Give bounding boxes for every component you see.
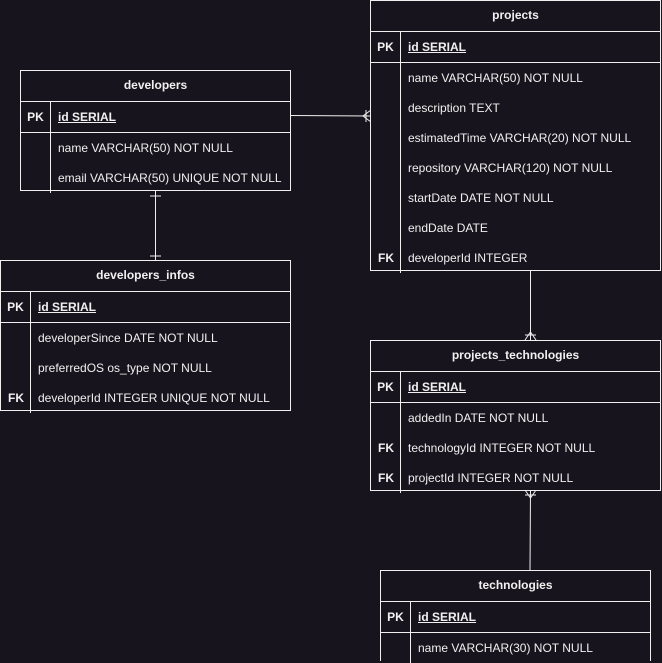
key-label	[1, 353, 31, 383]
key-divider	[30, 323, 31, 413]
primary-key-row[interactable]: PK id SERIAL	[371, 372, 660, 403]
entity-title: technologies	[381, 571, 650, 602]
column-name: description TEXT	[408, 101, 500, 115]
column-name: endDate DATE	[408, 221, 488, 235]
column-row[interactable]: name VARCHAR(50) NOT NULL	[21, 133, 290, 163]
edge-developers-developers-infos	[150, 190, 161, 260]
entity-title: developers_infos	[1, 261, 290, 292]
edge-developers-projects	[289, 109, 372, 123]
key-label	[371, 213, 401, 243]
key-label	[21, 163, 51, 193]
entity-technologies[interactable]: technologies PK id SERIAL name VARCHAR(3…	[380, 570, 651, 663]
key-divider	[400, 403, 401, 493]
key-label: PK	[381, 602, 411, 632]
key-label	[371, 123, 401, 153]
edge-technologies-projects-technologies	[524, 489, 537, 571]
key-divider	[400, 63, 401, 273]
key-label: FK	[378, 441, 394, 455]
column-row[interactable]: FK projectId INTEGER NOT NULL	[371, 463, 660, 493]
column-row[interactable]: name VARCHAR(30) NOT NULL	[381, 633, 650, 663]
column-name: startDate DATE NOT NULL	[408, 191, 554, 205]
key-label	[1, 323, 31, 353]
column-row[interactable]: estimatedTime VARCHAR(20) NOT NULL	[371, 123, 660, 153]
column-name: developerId INTEGER	[408, 251, 528, 265]
column-row[interactable]: repository VARCHAR(120) NOT NULL	[371, 153, 660, 183]
column-name: name VARCHAR(50) NOT NULL	[58, 141, 233, 155]
key-divider	[50, 133, 51, 193]
column-name: repository VARCHAR(120) NOT NULL	[408, 161, 613, 175]
key-label: FK	[8, 391, 24, 405]
key-label: PK	[1, 292, 31, 322]
column-name: id SERIAL	[418, 610, 477, 624]
entity-title: developers	[21, 71, 290, 102]
entity-title: projects_technologies	[371, 341, 660, 372]
column-name: id SERIAL	[408, 40, 467, 54]
primary-key-row[interactable]: PK id SERIAL	[21, 102, 290, 133]
column-name: id SERIAL	[58, 110, 117, 124]
primary-key-row[interactable]: PK id SERIAL	[381, 602, 650, 633]
column-name: developerId INTEGER UNIQUE NOT NULL	[38, 391, 270, 405]
key-label	[371, 403, 401, 433]
column-row[interactable]: endDate DATE	[371, 213, 660, 243]
entity-projects-technologies[interactable]: projects_technologies PK id SERIAL added…	[370, 340, 661, 493]
column-name: name VARCHAR(50) NOT NULL	[408, 71, 583, 85]
entity-developers-infos[interactable]: developers_infos PK id SERIAL developerS…	[0, 260, 291, 413]
key-label: PK	[21, 102, 51, 132]
column-name: id SERIAL	[38, 300, 97, 314]
column-name: name VARCHAR(30) NOT NULL	[418, 641, 593, 655]
column-name: addedIn DATE NOT NULL	[408, 411, 549, 425]
key-label: PK	[371, 32, 401, 62]
key-label	[371, 183, 401, 213]
column-name: id SERIAL	[408, 380, 467, 394]
column-row[interactable]: FK developerId INTEGER UNIQUE NOT NULL	[1, 383, 290, 413]
entity-developers[interactable]: developers PK id SERIAL name VARCHAR(50)…	[20, 70, 291, 193]
key-divider	[410, 633, 411, 663]
column-row[interactable]: email VARCHAR(50) UNIQUE NOT NULL	[21, 163, 290, 193]
key-label	[21, 133, 51, 163]
column-row[interactable]: name VARCHAR(50) NOT NULL	[371, 63, 660, 93]
column-name: technologyId INTEGER NOT NULL	[408, 441, 596, 455]
primary-key-row[interactable]: PK id SERIAL	[1, 292, 290, 323]
key-label: PK	[371, 372, 401, 402]
column-row[interactable]: developerSince DATE NOT NULL	[1, 323, 290, 353]
entity-title: projects	[371, 1, 660, 32]
key-label	[381, 633, 411, 663]
primary-key-row[interactable]: PK id SERIAL	[371, 32, 660, 63]
entity-projects[interactable]: projects PK id SERIAL name VARCHAR(50) N…	[370, 0, 661, 273]
key-label: FK	[378, 471, 394, 485]
column-name: preferredOS os_type NOT NULL	[38, 361, 212, 375]
edge-projects-projects-technologies	[524, 270, 537, 341]
key-label	[371, 63, 401, 93]
column-name: developerSince DATE NOT NULL	[38, 331, 218, 345]
column-row[interactable]: description TEXT	[371, 93, 660, 123]
column-name: estimatedTime VARCHAR(20) NOT NULL	[408, 131, 632, 145]
column-row[interactable]: startDate DATE NOT NULL	[371, 183, 660, 213]
column-name: email VARCHAR(50) UNIQUE NOT NULL	[58, 171, 282, 185]
key-label	[371, 153, 401, 183]
key-label	[371, 93, 401, 123]
column-row[interactable]: FK developerId INTEGER	[371, 243, 660, 273]
column-row[interactable]: preferredOS os_type NOT NULL	[1, 353, 290, 383]
key-label: FK	[378, 251, 394, 265]
column-row[interactable]: addedIn DATE NOT NULL	[371, 403, 660, 433]
column-name: projectId INTEGER NOT NULL	[408, 471, 574, 485]
column-row[interactable]: FK technologyId INTEGER NOT NULL	[371, 433, 660, 463]
